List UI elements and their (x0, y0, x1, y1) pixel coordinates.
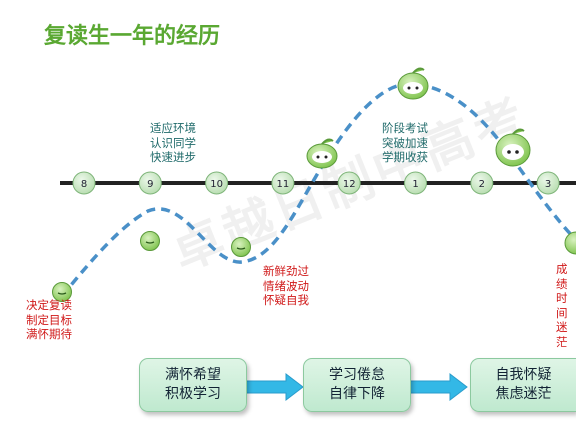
note-edge: 成绩 时间 迷茫 (556, 262, 568, 349)
sprout-icon (231, 237, 251, 257)
note-exam: 阶段考试 突破加速 学期收获 (382, 121, 428, 164)
note-start: 决定复读 制定目标 满怀期待 (26, 298, 72, 341)
sprout-icon (306, 138, 338, 169)
month-label: 11 (277, 179, 290, 190)
stage-box-1: 满怀希望 积极学习 (139, 358, 247, 412)
month-node-circle (138, 171, 162, 195)
month-node: 3 (536, 171, 560, 195)
sprout-icon (495, 128, 531, 167)
month-label: 9 (147, 179, 153, 190)
arrow-icon (245, 372, 304, 402)
arrow-icon (409, 372, 468, 402)
month-node: 2 (470, 171, 494, 195)
month-node-circle (470, 171, 494, 195)
mood-curve (60, 82, 576, 298)
month-node-circle (404, 171, 427, 195)
month-node-circle (271, 171, 295, 195)
month-node: 8 (72, 171, 96, 195)
note-adapt: 适应环境 认识同学 快速进步 (150, 121, 196, 164)
month-node: 12 (337, 171, 361, 195)
month-node: 10 (205, 171, 229, 195)
stage-box-3: 自我怀疑 焦虑迷茫 (470, 358, 576, 412)
sprout-icon (52, 282, 72, 302)
month-label: 8 (81, 179, 87, 190)
month-node-circle (72, 171, 96, 195)
month-label: 12 (343, 179, 356, 190)
stage-box-2: 学习倦怠 自律下降 (303, 358, 411, 412)
sprout-icon (564, 231, 576, 255)
sprout-icon (397, 67, 429, 100)
month-node: 1 (404, 171, 427, 195)
month-label: 10 (210, 179, 223, 190)
month-node-circle (536, 171, 560, 195)
sprout-icon (140, 231, 160, 251)
month-node-circle (337, 171, 361, 195)
month-label: 2 (479, 179, 485, 190)
month-node: 9 (138, 171, 162, 195)
month-node-circle (205, 171, 229, 195)
month-label: 3 (545, 179, 551, 190)
month-label: 1 (412, 179, 418, 190)
note-fresh: 新鲜劲过 情绪波动 怀疑自我 (263, 264, 309, 307)
page-title: 复读生一年的经历 (44, 24, 221, 49)
month-node: 11 (271, 171, 295, 195)
